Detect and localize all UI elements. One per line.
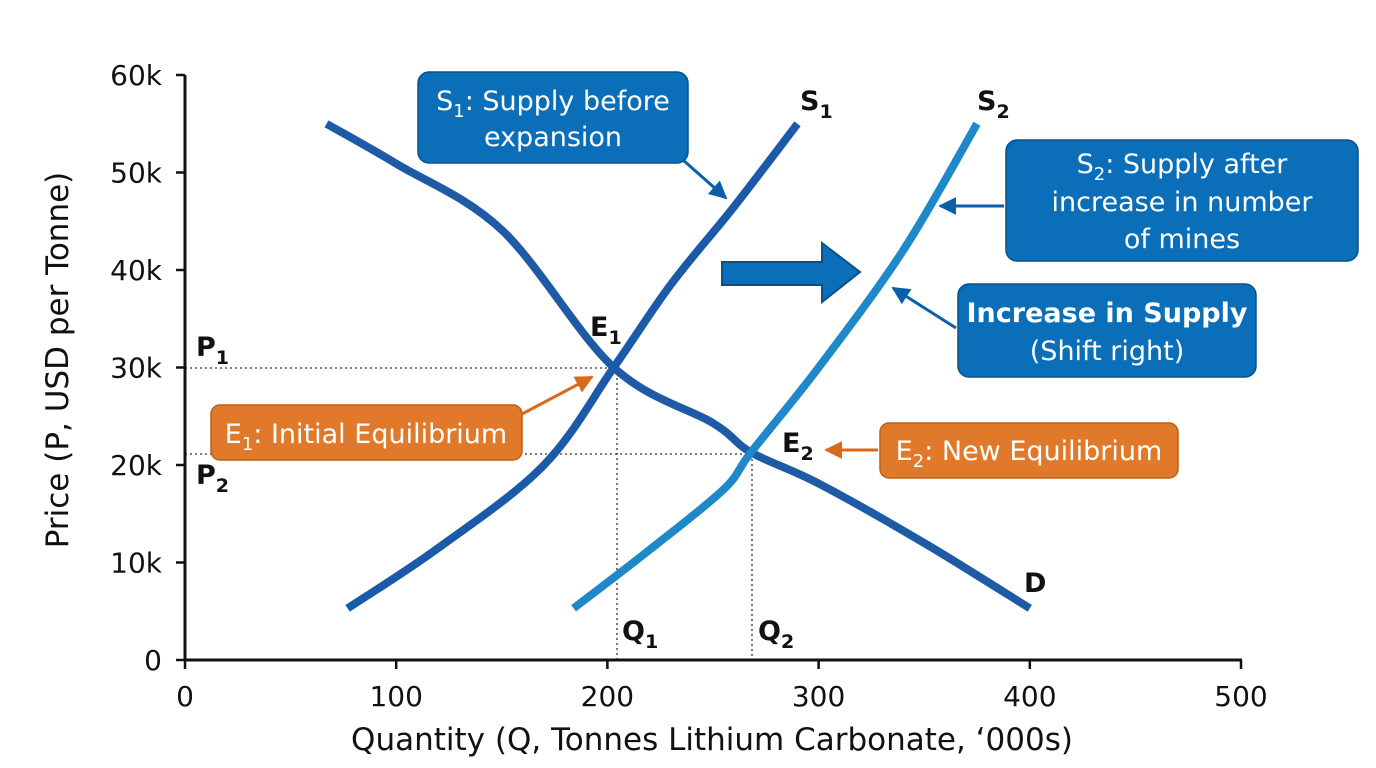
e1-label: E1 [590, 312, 622, 349]
y-axis-title: Price (P, USD per Tonne) [40, 172, 76, 549]
y-tick-label: 30k [110, 352, 163, 385]
e1-callout: E1: Initial Equilibrium [210, 375, 594, 461]
x-tick-label: 300 [792, 680, 845, 713]
s2-callout-lead: S [1077, 149, 1094, 180]
p1-label-sub: 1 [216, 347, 229, 369]
s1-callout-lead: S [436, 86, 453, 117]
e1-label-sub: 1 [608, 327, 621, 349]
y-tick-label: 0 [144, 644, 162, 677]
e2-label-sub: 2 [800, 443, 813, 465]
q2-label-main: Q [758, 616, 781, 647]
e2-callout-sub: 2 [913, 451, 924, 472]
s1-curve-label-sub: 1 [819, 101, 832, 123]
demand-curve [324, 120, 1032, 612]
s2-curve-label-main: S [977, 86, 996, 117]
q2-label-sub: 2 [781, 631, 794, 653]
e2-label: E2 [782, 428, 814, 465]
e2-label-main: E [782, 428, 800, 459]
e1-callout-box [210, 404, 523, 461]
e1-label-main: E [590, 312, 608, 343]
s1-curve-label-main: S [800, 86, 819, 117]
y-tick-label: 40k [110, 254, 163, 287]
q1-label: Q1 [622, 616, 658, 653]
x-tick-label: 0 [176, 680, 194, 713]
s1-callout-box [417, 71, 689, 164]
s1-callout-sub: 1 [453, 101, 464, 122]
increase-callout-box [957, 283, 1257, 378]
d-curve-label: D [1024, 568, 1046, 599]
x-axis-ticks: 0 100 200 300 400 500 [176, 660, 1268, 713]
x-tick-label: 400 [1003, 680, 1056, 713]
e1-callout-sub: 1 [242, 434, 253, 455]
y-tick-label: 50k [110, 157, 163, 190]
s1-curve-label: S1 [800, 86, 833, 123]
y-tick-label: 20k [110, 449, 163, 482]
e1-callout-text: E1: Initial Equilibrium [225, 419, 507, 455]
x-tick-label: 200 [581, 680, 634, 713]
p1-label: P1 [196, 332, 229, 369]
s2-supply-curve [571, 121, 981, 612]
x-tick-label: 100 [369, 680, 422, 713]
e2-callout: E2: New Equilibrium [824, 422, 1179, 479]
s2-callout-line2: increase in number [1052, 187, 1314, 218]
y-axis-ticks: 0 10k 20k 30k 40k 50k 60k [110, 59, 185, 677]
p2-label-main: P [196, 460, 216, 491]
e1-callout-rest: : Initial Equilibrium [253, 419, 507, 450]
s2-callout: S2: Supply after increase in number of m… [938, 139, 1359, 262]
e2-callout-lead: E [896, 436, 913, 467]
s2-callout-line3: of mines [1124, 224, 1240, 255]
x-axis-title: Quantity (Q, Tonnes Lithium Carbonate, ‘… [351, 722, 1073, 758]
y-tick-label: 10k [110, 547, 163, 580]
p2-label: P2 [196, 460, 229, 497]
e1-callout-pointer [521, 375, 594, 416]
x-tick-label: 500 [1214, 680, 1267, 713]
increase-callout-line1: Increase in Supply [967, 298, 1248, 329]
s2-callout-box [1005, 139, 1359, 262]
s2-callout-rest: : Supply after [1105, 149, 1288, 180]
s2-curve-label: S2 [977, 86, 1010, 123]
e1-callout-lead: E [225, 419, 242, 450]
e2-callout-text: E2: New Equilibrium [896, 436, 1163, 472]
increase-callout-pointer [891, 286, 957, 330]
s1-callout-line1: S1: Supply before [436, 86, 670, 122]
curves [324, 120, 1032, 612]
increase-callout: Increase in Supply (Shift right) [891, 283, 1257, 378]
s1-callout-rest: : Supply before [465, 86, 670, 117]
q1-label-main: Q [622, 616, 645, 647]
s1-callout-line2: expansion [484, 122, 622, 153]
s1-supply-curve [345, 121, 801, 612]
q2-label: Q2 [758, 616, 794, 653]
s2-curve-label-sub: 2 [996, 101, 1009, 123]
e2-callout-rest: : New Equilibrium [924, 436, 1162, 467]
increase-callout-line2: (Shift right) [1030, 336, 1184, 367]
axes: 0 10k 20k 30k 40k 50k 60k 0 100 200 300 400 500 [110, 59, 1268, 713]
e2-callout-box [879, 422, 1179, 479]
s1-callout-pointer [682, 158, 728, 200]
shift-right-arrow [721, 240, 862, 305]
y-tick-label: 60k [110, 59, 163, 92]
p1-label-main: P [196, 332, 216, 363]
guide-lines [185, 367, 753, 660]
q1-label-sub: 1 [645, 631, 658, 653]
s1-callout: S1: Supply before expansion [417, 71, 728, 200]
s2-callout-line1: S2: Supply after [1077, 149, 1289, 185]
s2-callout-sub: 2 [1094, 164, 1105, 185]
p2-label-sub: 2 [216, 475, 229, 497]
